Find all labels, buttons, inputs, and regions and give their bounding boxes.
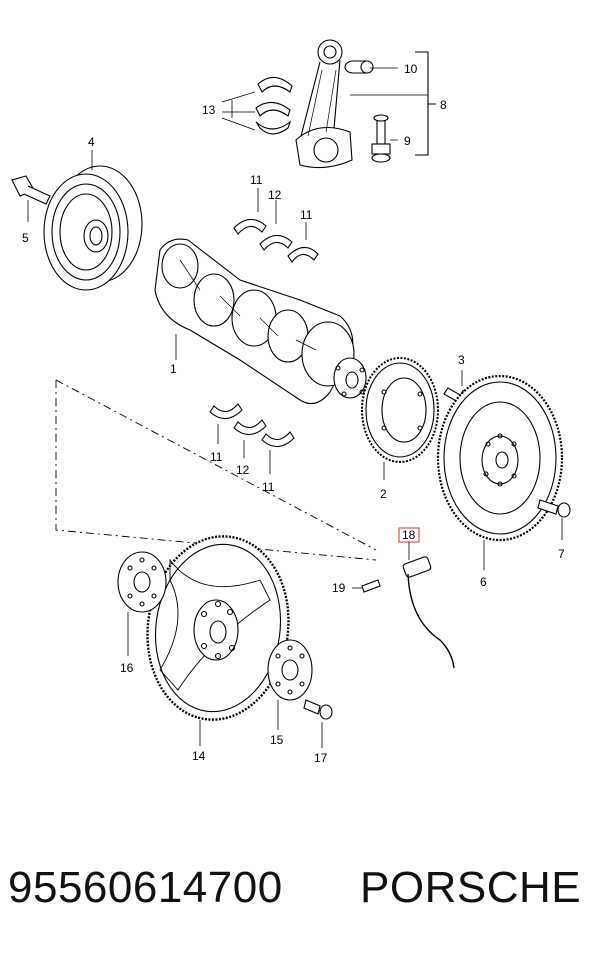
bearing-shells-13 [255,76,293,135]
part-number: 95560614700 [8,863,283,912]
callout-14: 14 [192,749,206,763]
callout-16: 16 [120,661,134,675]
callout-1: 1 [170,362,177,376]
callout-15: 15 [270,733,284,747]
connecting-rod [295,39,353,169]
callout-12-top: 12 [268,188,282,202]
brand-name: PORSCHE [360,863,582,912]
ring-gear-plate [146,535,290,721]
callout-2: 2 [380,487,387,501]
rod-bolt [371,114,391,163]
callout-7: 7 [558,547,565,561]
main-bearing-shells-top [233,218,319,263]
bolt-7 [537,499,571,518]
callout-8: 8 [440,98,447,112]
belt-pulley [43,165,143,291]
washer-plate-15 [267,639,313,701]
callout-3: 3 [458,353,465,367]
callout-6: 6 [480,575,487,589]
crankshaft [154,238,367,405]
flywheel [436,374,564,542]
callout-11-bottom-right: 11 [262,480,275,494]
speed-sensor [402,556,455,669]
callout-17: 17 [314,751,328,765]
main-bearing-shells-bottom [209,403,295,448]
callout-13: 13 [202,103,216,117]
washer-plate-16 [117,551,167,613]
pulley-bolt [11,175,51,205]
callout-11-top-left: 11 [250,173,263,187]
callout-11-bottom-left: 11 [210,450,223,464]
callout-5: 5 [22,231,29,245]
drive-plate-2 [361,357,439,463]
callout-18: 18 [402,528,416,542]
callout-10: 10 [404,62,418,76]
callout-12-bottom: 12 [236,463,250,477]
bolt-19 [361,579,381,593]
piston-pin-bushing [344,60,374,74]
callout-4: 4 [88,135,95,149]
callout-11-top-right: 11 [300,208,313,222]
bolt-17 [303,699,333,720]
callout-19: 19 [332,581,346,595]
callout-9: 9 [404,134,411,148]
